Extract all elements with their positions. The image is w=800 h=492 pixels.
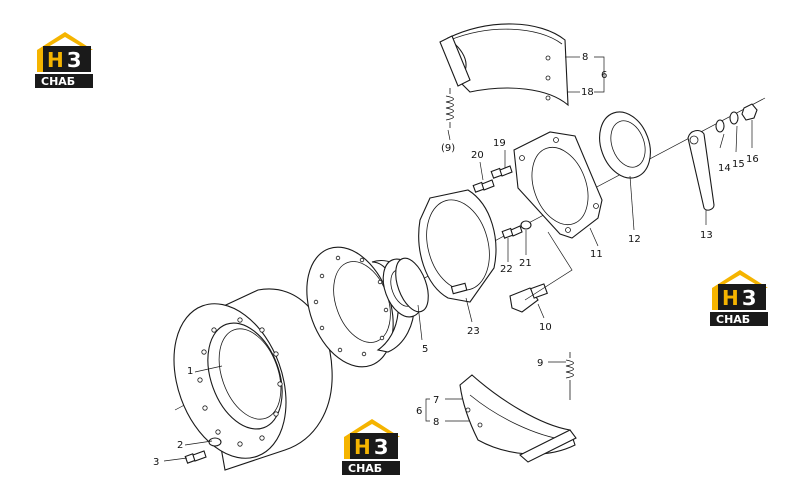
part-bolt	[184, 450, 207, 464]
callout-12: 12	[628, 234, 641, 245]
logo-right	[710, 270, 768, 326]
part-lower-spring	[565, 352, 574, 400]
callout-11: 11	[590, 249, 603, 260]
callout-20: 20	[471, 150, 484, 161]
callout-10: 10	[539, 322, 552, 333]
part-bolt-22	[501, 225, 523, 239]
callout-9-lower: 9	[537, 358, 543, 369]
callout-22: 22	[500, 264, 513, 275]
callout-16: 16	[746, 154, 759, 165]
callout-2: 2	[177, 440, 183, 451]
part-upper-brake-shoe	[439, 23, 569, 107]
callout-6-upper: 6	[601, 70, 607, 81]
callout-14: 14	[718, 163, 731, 174]
callout-1: 1	[187, 366, 193, 377]
callout-labels: 1 2 3 5 23 11 12 13 14 15 16 10 19 20 21…	[153, 52, 759, 468]
part-cam-shaft	[509, 231, 573, 313]
callout-7: 7	[433, 395, 439, 406]
callout-3: 3	[153, 457, 159, 468]
callout-23: 23	[467, 326, 480, 337]
part-anchor-plate	[513, 131, 603, 239]
part-nut-16	[741, 103, 758, 121]
part-washer-15	[729, 111, 739, 125]
part-washer-14	[715, 119, 725, 133]
part-washer	[208, 437, 222, 447]
callout-15: 15	[732, 159, 745, 170]
part-lower-brake-shoe	[459, 374, 577, 463]
callout-5: 5	[422, 344, 428, 355]
callout-18: 18	[581, 87, 594, 98]
callout-13: 13	[700, 230, 713, 241]
part-seal-ring	[599, 111, 651, 179]
callout-9-upper: (9)	[441, 143, 455, 154]
part-washer-21	[520, 220, 532, 230]
callout-19: 19	[493, 138, 506, 149]
part-bolt-19	[490, 165, 513, 179]
callout-21: 21	[519, 258, 532, 269]
logo-bottom	[342, 419, 400, 475]
callout-8-lower: 8	[433, 417, 439, 428]
callout-6-lower: 6	[416, 406, 422, 417]
part-cam-lever	[687, 129, 715, 211]
part-o-ring	[395, 257, 429, 313]
part-upper-spring	[445, 88, 454, 128]
part-dust-shield	[418, 189, 497, 303]
callout-8-upper: 8	[582, 52, 588, 63]
leader-lines	[163, 56, 753, 462]
part-bolt-20	[472, 179, 495, 193]
logo-top-left	[35, 32, 93, 88]
part-brake-drum	[173, 288, 333, 471]
